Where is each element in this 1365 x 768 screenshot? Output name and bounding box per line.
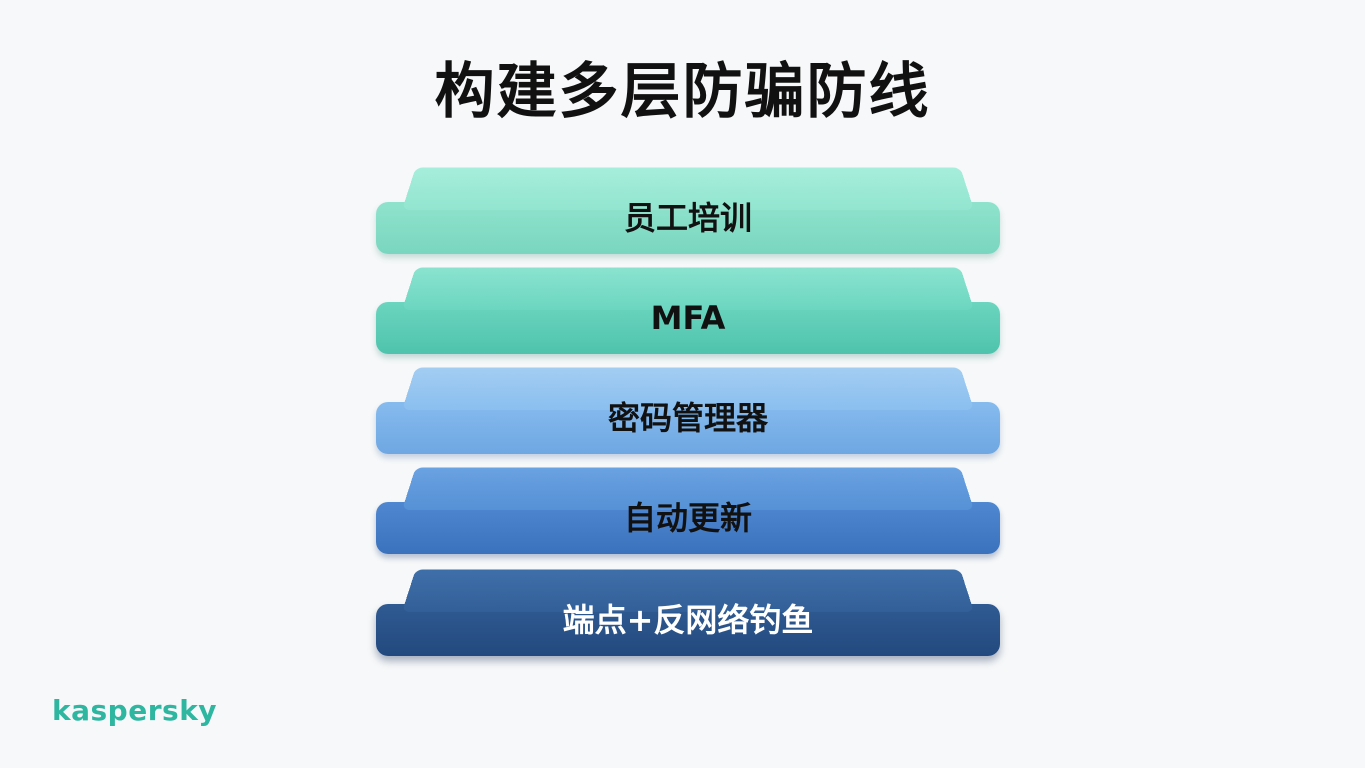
layer-label: 员工培训 (623, 199, 752, 237)
layer-side (376, 502, 1000, 554)
page-title: 构建多层防骗防线 (434, 57, 931, 127)
layer-label: MFA (650, 299, 726, 337)
layer-side (376, 402, 1000, 454)
layer-mfa: MFA (376, 256, 1000, 354)
kaspersky-logo: kaspersky (52, 694, 218, 727)
layer-label: 端点+反网络钓鱼 (562, 601, 814, 639)
layer-password-manager: 密码管理器 (376, 356, 1000, 454)
layer-auto-update: 自动更新 (376, 456, 1000, 554)
layer-label: 自动更新 (623, 499, 752, 537)
layer-side (376, 302, 1000, 354)
layer-side (376, 202, 1000, 254)
layer-endpoint-anti-phishing: 端点+反网络钓鱼 (376, 558, 1000, 656)
layer-side (376, 604, 1000, 656)
layer-employee-training: 员工培训 (376, 156, 1000, 254)
layer-label: 密码管理器 (607, 399, 768, 437)
